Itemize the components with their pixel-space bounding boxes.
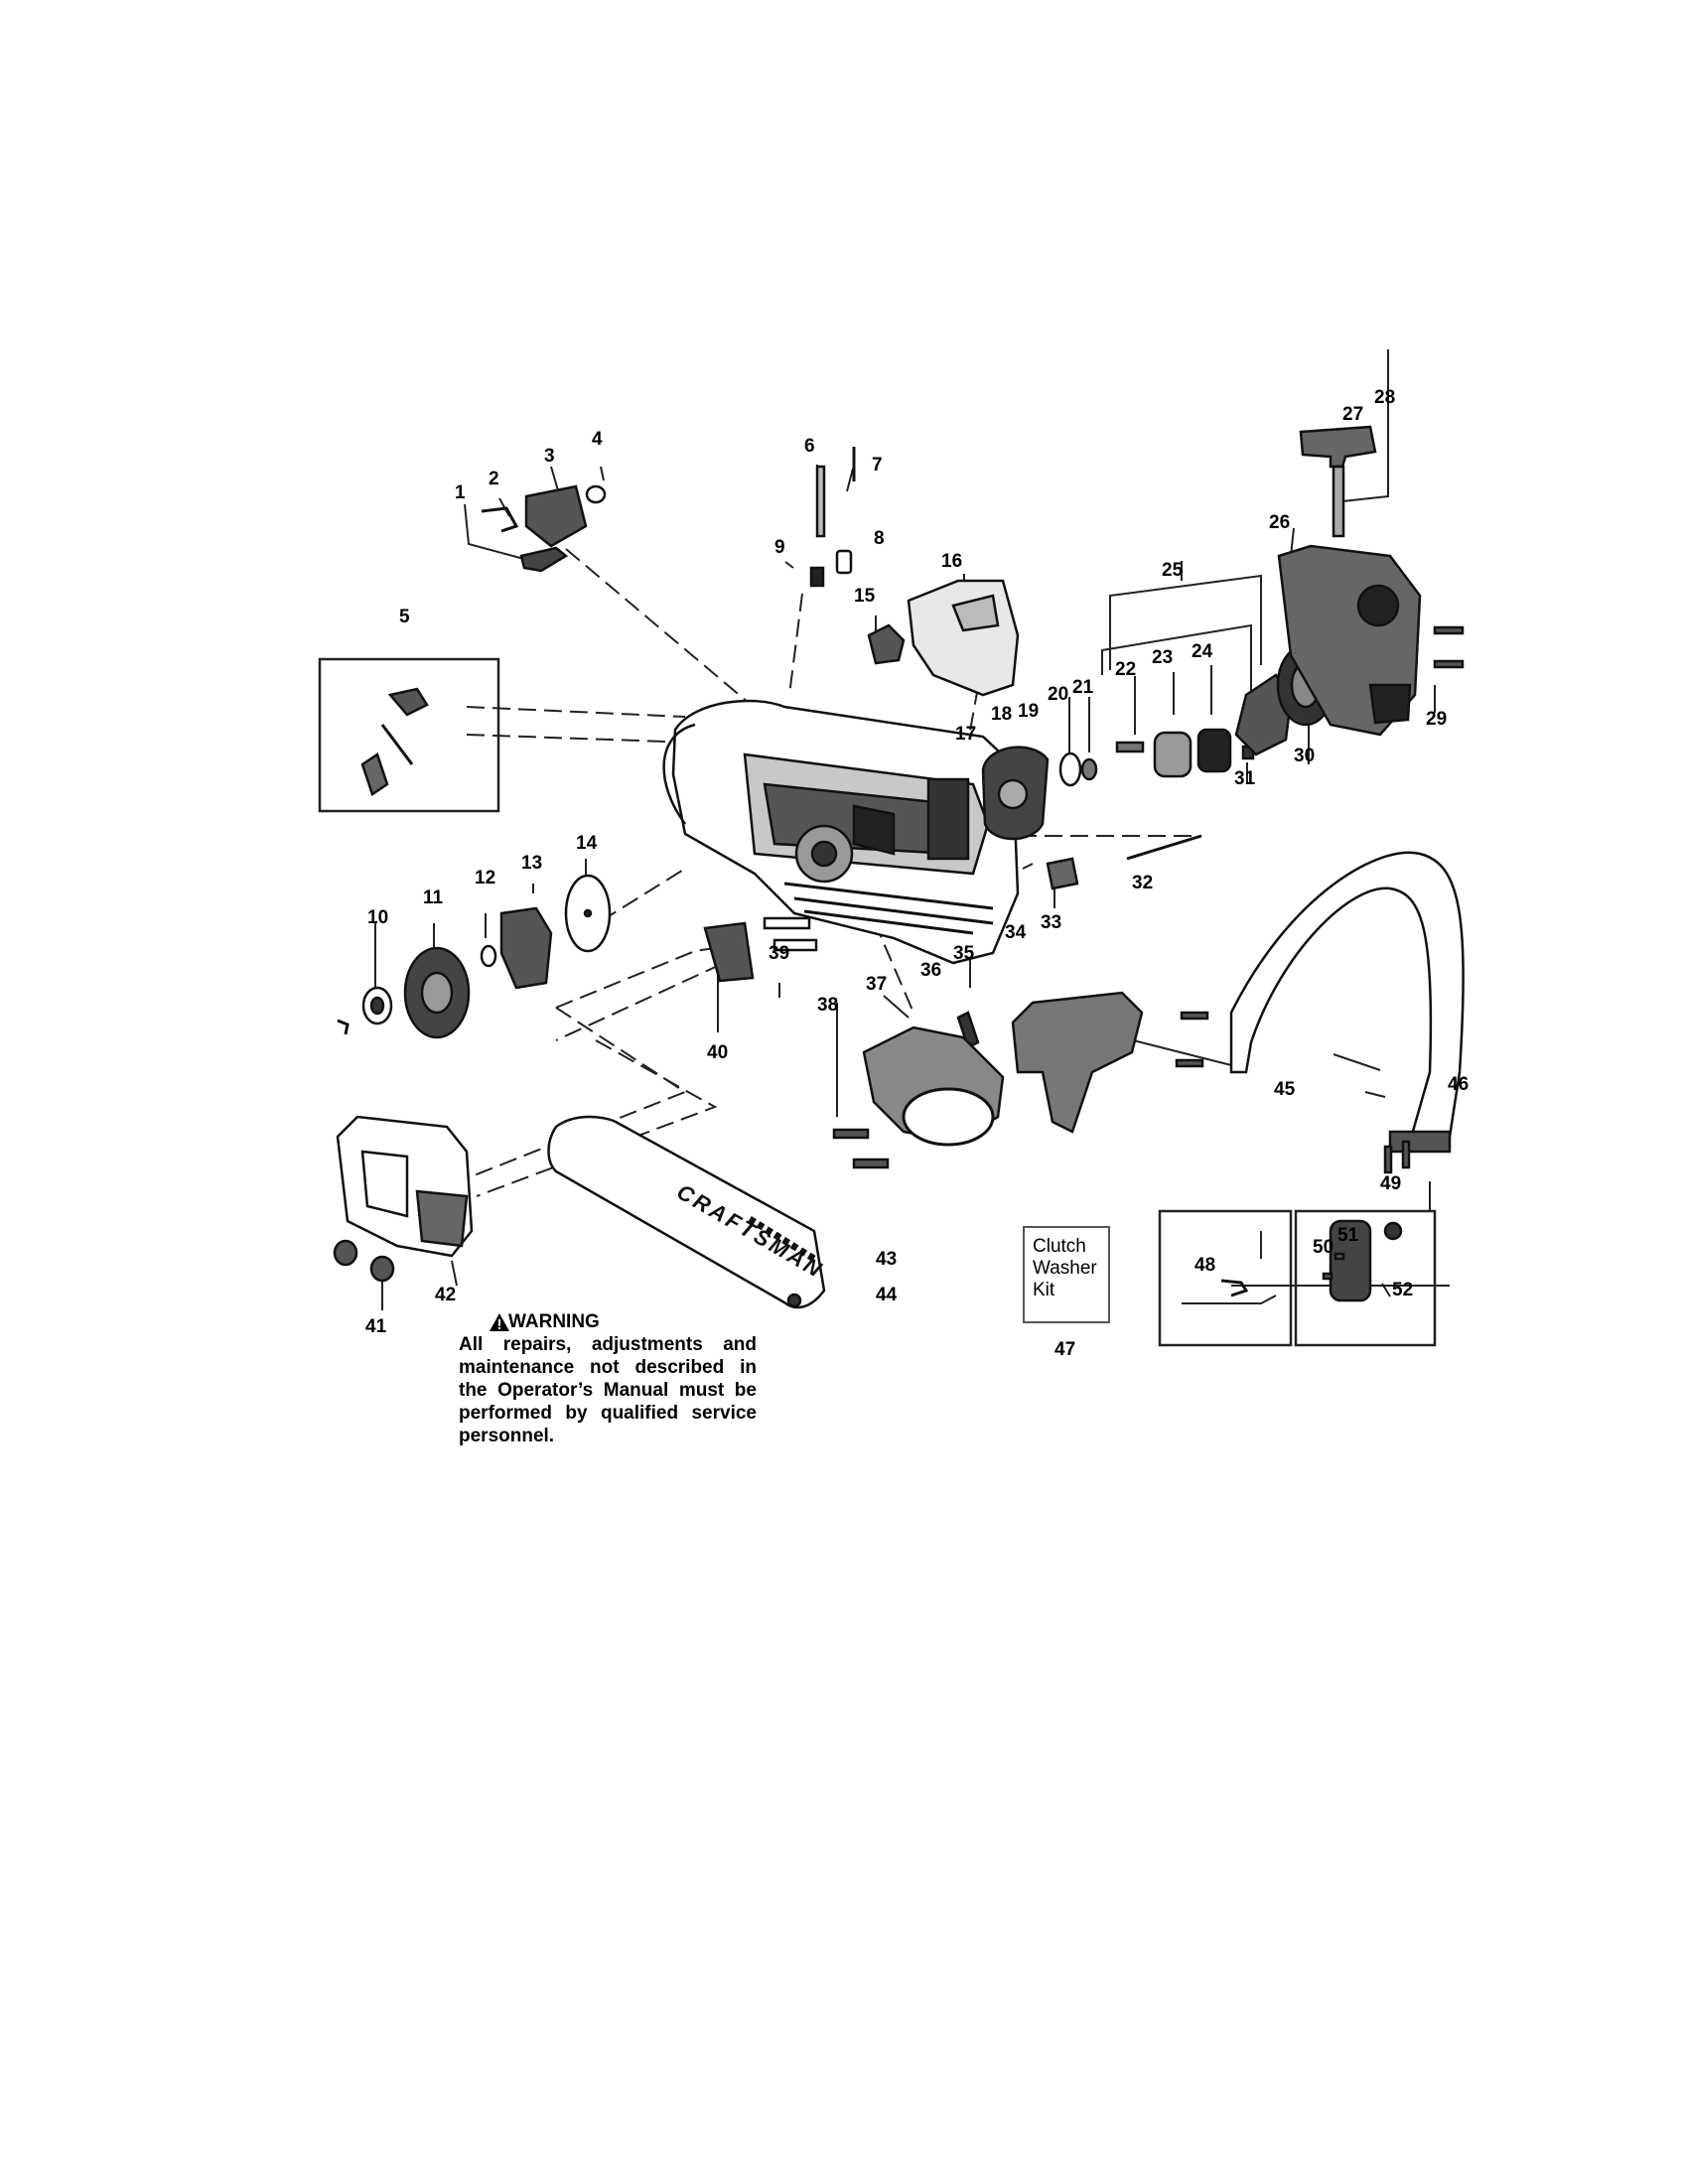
guide-bar [547, 1115, 826, 1309]
callout-30: 30 [1294, 746, 1315, 766]
callout-17: 17 [955, 724, 976, 745]
callout-50: 50 [1313, 1237, 1333, 1258]
kit-box-49 [1294, 1209, 1437, 1347]
callout-25: 25 [1162, 560, 1184, 581]
callout-29: 29 [1426, 709, 1447, 730]
kit-line-1: Clutch [1033, 1236, 1086, 1257]
warning-title: WARNING [508, 1311, 600, 1332]
kit-line-2: Washer [1033, 1258, 1097, 1279]
callout-48: 48 [1194, 1255, 1215, 1276]
callout-49: 49 [1380, 1173, 1401, 1194]
callout-3: 3 [544, 446, 555, 467]
callout-35: 35 [953, 943, 975, 964]
clutch-washer-kit-box: Clutch Washer Kit [1023, 1226, 1110, 1323]
callout-51: 51 [1337, 1225, 1359, 1246]
callout-21: 21 [1072, 677, 1094, 698]
callout-31: 31 [1234, 768, 1256, 789]
callout-32: 32 [1132, 873, 1153, 893]
callout-6: 6 [804, 436, 815, 457]
callout-47: 47 [1054, 1339, 1075, 1360]
callout-44: 44 [876, 1285, 898, 1305]
callout-15: 15 [854, 586, 876, 607]
callout-23: 23 [1152, 647, 1173, 668]
callout-1: 1 [455, 482, 466, 503]
callout-37: 37 [866, 974, 887, 995]
kit-box-48 [1158, 1209, 1293, 1347]
callout-36: 36 [920, 960, 941, 981]
callout-13: 13 [521, 853, 542, 874]
throttle-kit-box [318, 657, 500, 813]
warning-notice: WARNING All repairs, adjustments and mai… [459, 1310, 757, 1447]
callout-27: 27 [1342, 404, 1363, 425]
callout-43: 43 [876, 1249, 897, 1270]
callout-7: 7 [872, 455, 883, 476]
callout-12: 12 [475, 868, 495, 888]
callout-38: 38 [817, 995, 838, 1016]
callout-39: 39 [769, 943, 789, 964]
callout-40: 40 [707, 1042, 728, 1063]
callout-45: 45 [1274, 1079, 1296, 1100]
callout-22: 22 [1115, 659, 1136, 680]
callout-18: 18 [991, 704, 1012, 725]
callout-19: 19 [1018, 701, 1039, 722]
callout-10: 10 [367, 907, 388, 928]
callout-20: 20 [1048, 684, 1068, 705]
callout-28: 28 [1374, 387, 1395, 408]
callout-9: 9 [774, 537, 785, 558]
callout-46: 46 [1448, 1074, 1469, 1095]
callout-8: 8 [874, 528, 885, 549]
callout-5: 5 [399, 607, 410, 627]
front-handle [1229, 851, 1465, 1144]
callout-11: 11 [423, 887, 444, 908]
callout-16: 16 [941, 551, 962, 572]
kit-line-3: Kit [1033, 1280, 1055, 1300]
callout-24: 24 [1192, 641, 1213, 662]
callout-52: 52 [1392, 1280, 1413, 1300]
warning-text: All repairs, adjustments and maintenance… [459, 1334, 757, 1446]
callout-42: 42 [435, 1285, 456, 1305]
callout-4: 4 [592, 429, 603, 450]
callout-33: 33 [1041, 912, 1061, 933]
callout-26: 26 [1269, 512, 1290, 533]
warning-icon [490, 1313, 509, 1331]
callout-14: 14 [576, 833, 598, 854]
filter-cover [907, 579, 1020, 697]
callout-2: 2 [489, 469, 499, 489]
callout-41: 41 [365, 1316, 387, 1337]
callout-34: 34 [1005, 922, 1027, 943]
callout-labels: 1 2 3 4 5 6 7 8 9 10 11 12 13 14 15 16 1… [365, 387, 1469, 1360]
